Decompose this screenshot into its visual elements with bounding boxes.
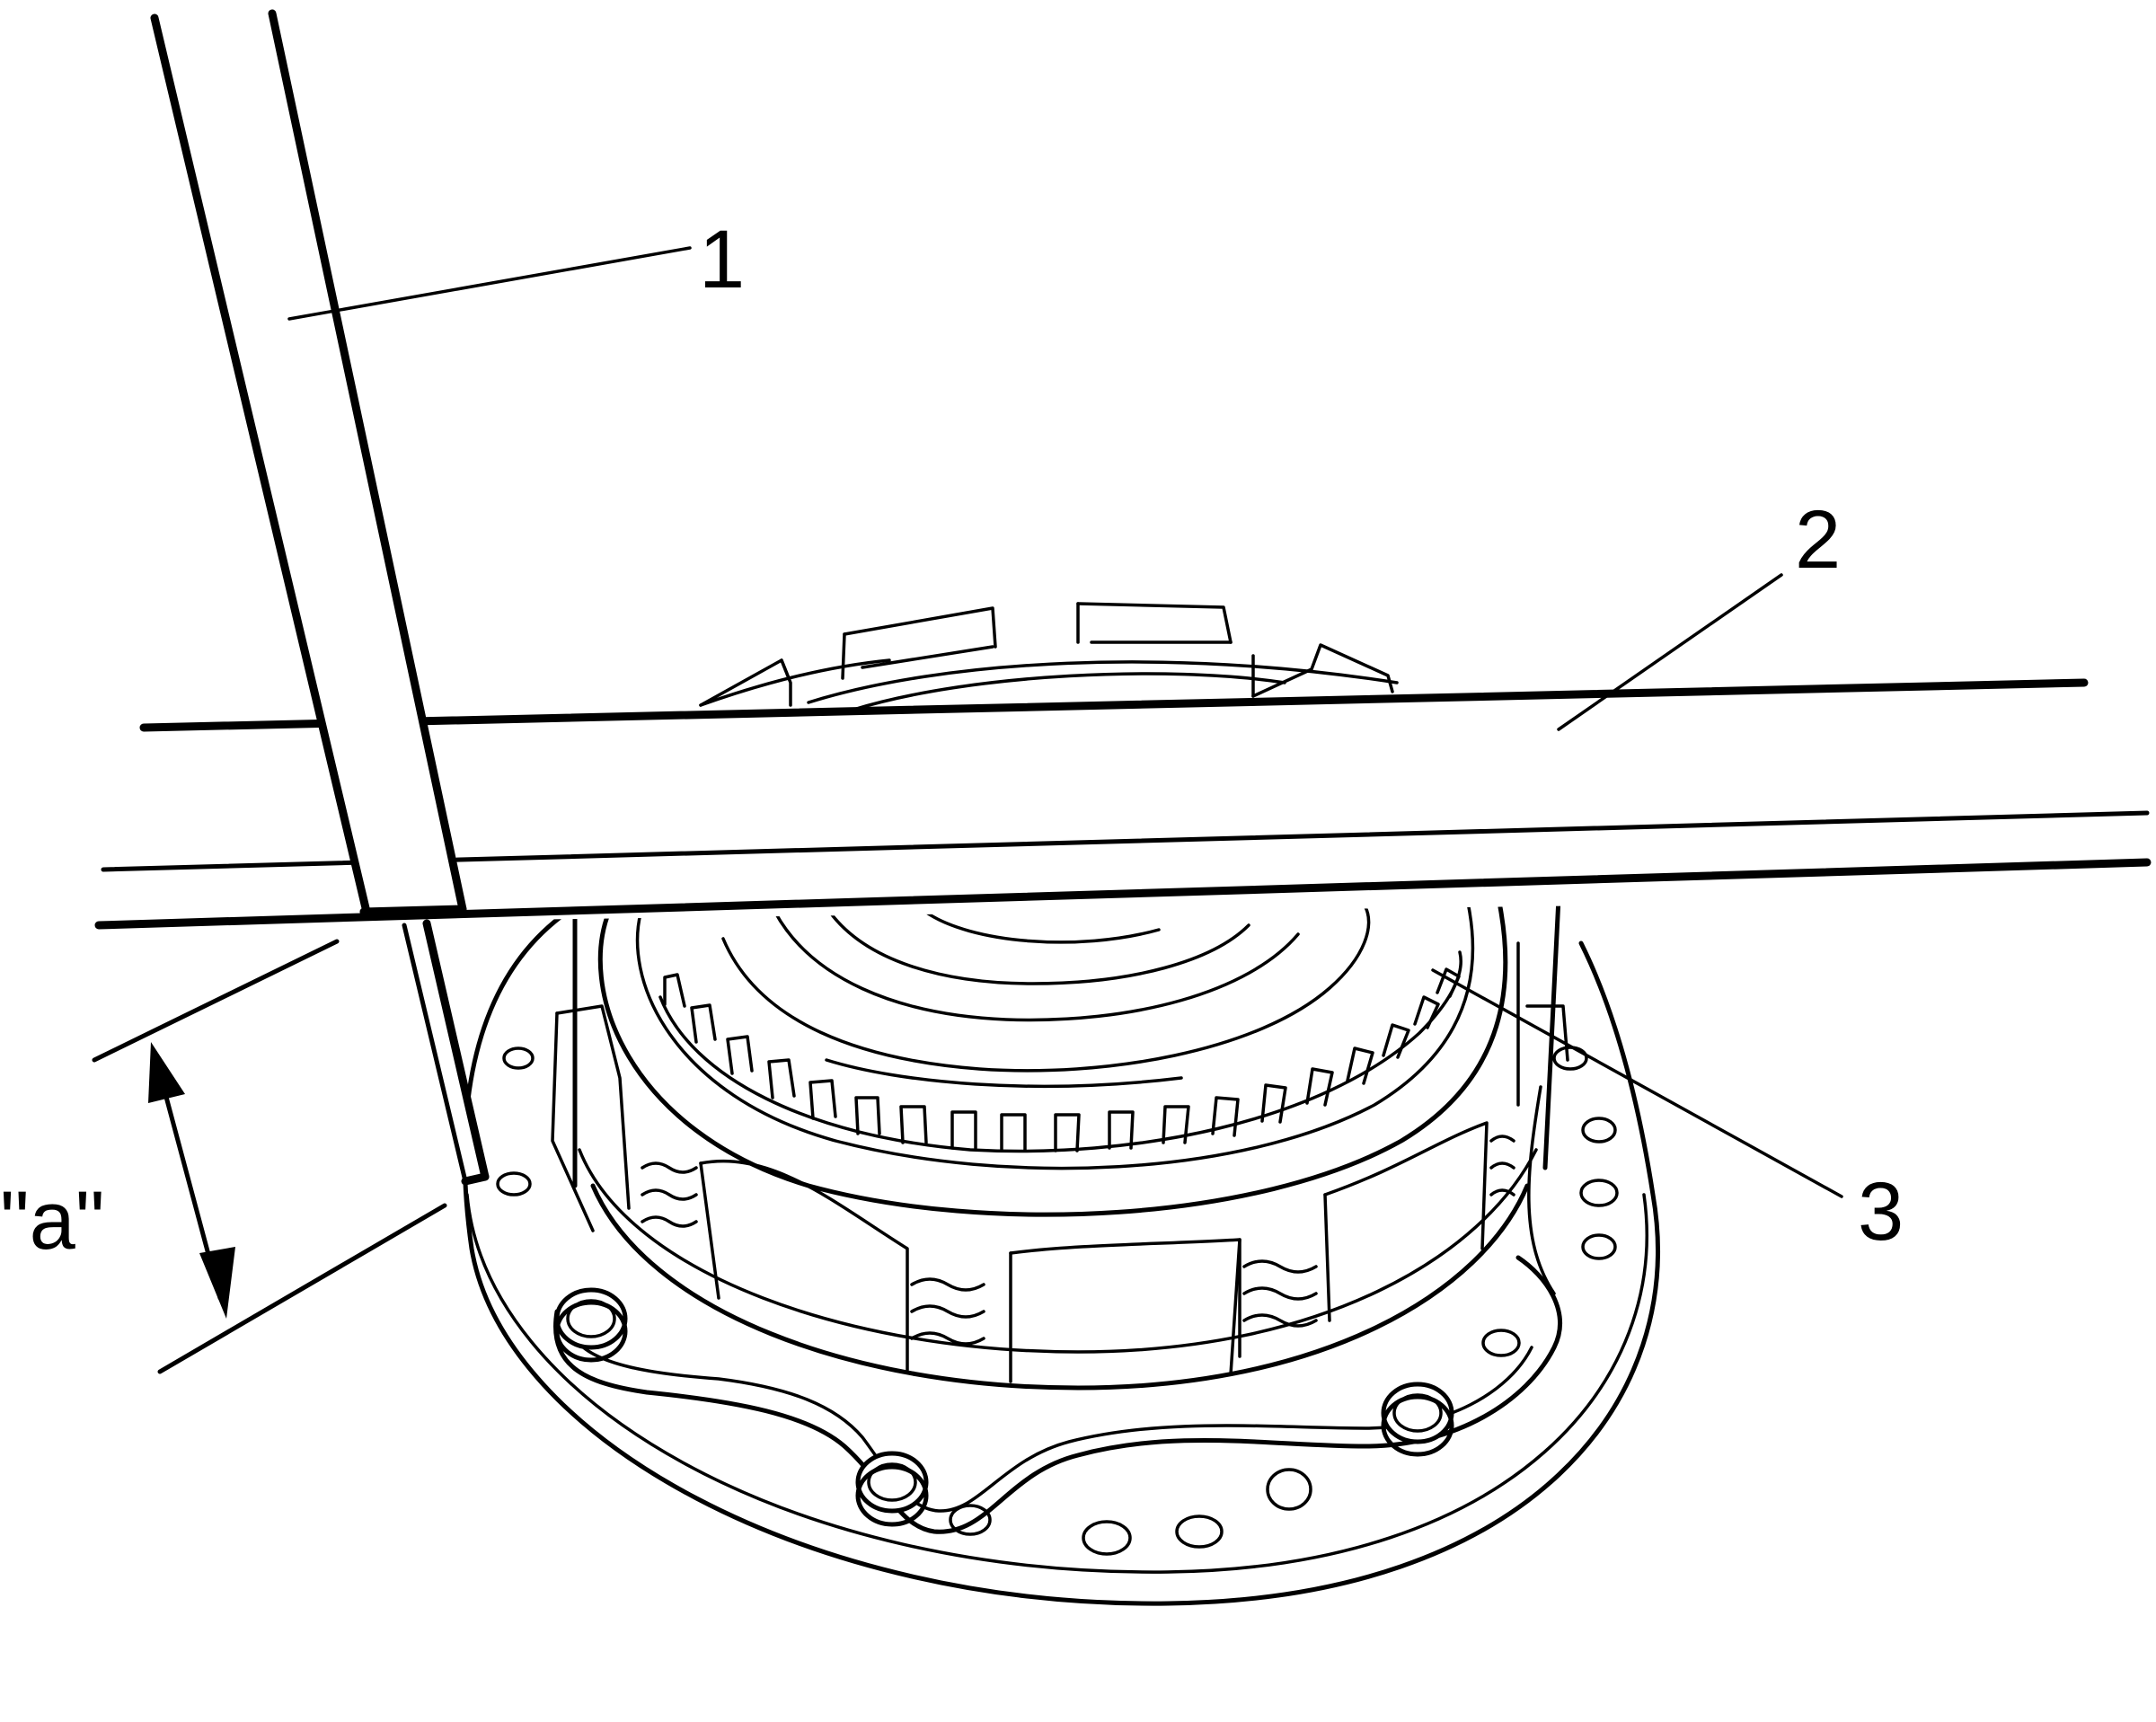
dimension-a: "a" bbox=[0, 939, 447, 1374]
housing-crown bbox=[699, 602, 1399, 711]
bolt-head-center bbox=[855, 1451, 929, 1527]
bolt-head-right bbox=[1381, 1382, 1454, 1457]
clutch-housing-icon bbox=[462, 602, 1660, 1606]
leader-3 bbox=[1431, 968, 1843, 1198]
drum-right-wall bbox=[1542, 896, 1561, 1170]
depth-gauge-probe-left bbox=[402, 923, 468, 1184]
leader-1 bbox=[287, 246, 692, 321]
callout-1: 1 bbox=[699, 214, 745, 305]
housing-right-flank bbox=[1527, 1085, 1556, 1295]
dimension-label: "a" bbox=[0, 1175, 104, 1267]
depth-gauge-probe-right bbox=[422, 919, 490, 1181]
leader-lines bbox=[287, 246, 1843, 1198]
housing-lobed-plate bbox=[553, 1255, 1562, 1534]
straightedge-bottom-edge bbox=[94, 858, 2152, 930]
housing-lobed-plate-inner bbox=[573, 1337, 1533, 1513]
drum-bottom-edge bbox=[590, 1183, 1530, 1391]
depth-gauge-right-edge bbox=[268, 9, 467, 914]
straightedge-top-edge bbox=[139, 678, 2089, 732]
hub-inner-ring-b bbox=[771, 905, 1300, 1022]
friction-plate-waves bbox=[641, 1135, 1515, 1346]
base-holes bbox=[496, 1046, 1619, 1556]
dimension-arrowhead-lower-icon bbox=[199, 1247, 235, 1319]
leader-2 bbox=[1557, 573, 1783, 731]
hub-inner-ring-a bbox=[721, 905, 1371, 1073]
callout-2: 2 bbox=[1795, 494, 1841, 586]
depth-gauge-probe-tip bbox=[461, 1172, 490, 1186]
hub-spline-teeth bbox=[663, 967, 1461, 1152]
bolt-head-left bbox=[554, 1287, 628, 1363]
clutch-pack-tabs bbox=[551, 941, 1569, 1383]
depth-gauge-foot bbox=[359, 905, 467, 916]
depth-gauge-probe-fill bbox=[402, 923, 485, 1181]
depth-gauge-left-edge bbox=[150, 13, 371, 916]
straightedge-body bbox=[99, 683, 2152, 925]
dimension-extension-lower bbox=[157, 1203, 447, 1374]
hub-inner-arc-e bbox=[825, 1058, 1183, 1089]
housing-base-rim bbox=[465, 1193, 1648, 1574]
depth-gauge-body bbox=[153, 13, 463, 912]
hub-inner-ring-c bbox=[825, 905, 1250, 985]
drum-lower-band bbox=[578, 1148, 1538, 1354]
hub-inner-ring-d bbox=[923, 910, 1161, 944]
depth-gauge-icon bbox=[150, 9, 490, 1186]
dimension-arrowhead-upper-icon bbox=[148, 1042, 185, 1103]
hub-ring-outer bbox=[597, 905, 1508, 1217]
hub-ring-2 bbox=[635, 905, 1475, 1170]
callout-3: 3 bbox=[1858, 1166, 1904, 1258]
dimension-extension-upper bbox=[92, 939, 340, 1063]
